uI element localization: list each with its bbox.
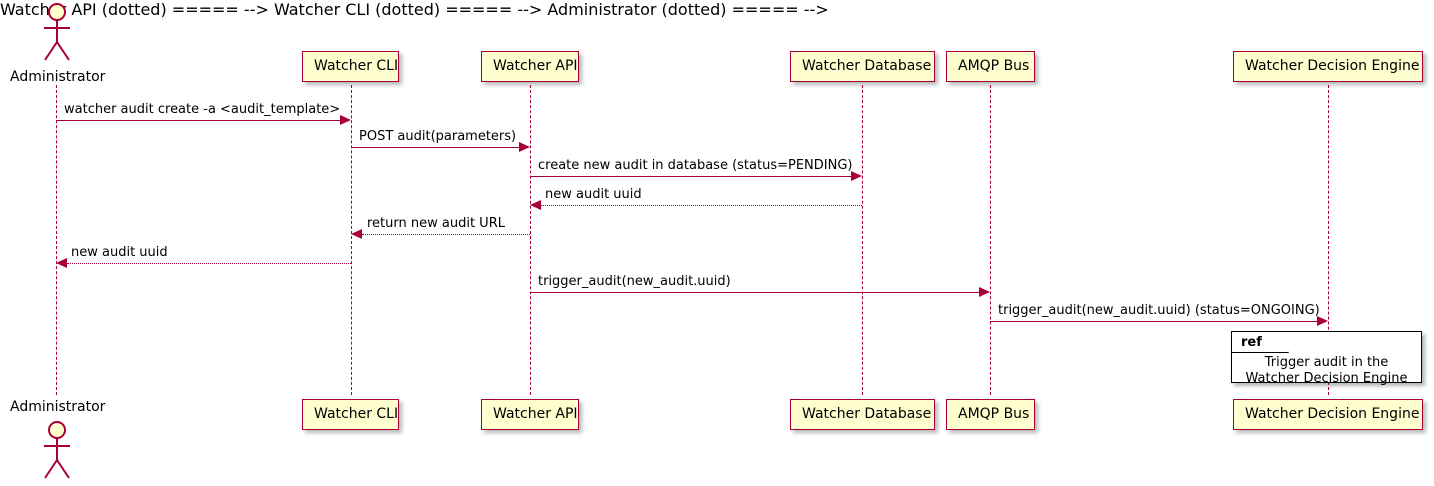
message-label-4: new audit uuid	[545, 187, 642, 202]
message-line-7	[530, 292, 980, 293]
message-arrowhead-8	[1317, 316, 1328, 326]
message-arrowhead-4	[530, 200, 541, 210]
message-label-7: trigger_audit(new_audit.uuid)	[538, 274, 731, 289]
message-line-4	[541, 205, 862, 206]
message-label-1: watcher audit create -a <audit_template>	[64, 102, 341, 117]
message-label-5: return new audit URL	[367, 216, 505, 231]
lifeline-watcher-decision-engine	[1328, 85, 1329, 395]
actor-label-administrator-top: Administrator	[10, 69, 106, 85]
message-line-3	[530, 176, 852, 177]
participant-watcher-cli-bottom[interactable]: Watcher CLI	[302, 399, 399, 430]
participant-label: Watcher API	[493, 58, 578, 74]
participant-label: AMQP Bus	[958, 406, 1030, 422]
participant-label: Watcher CLI	[314, 58, 399, 74]
ref-fragment-body: Trigger audit in the Watcher Decision En…	[1232, 355, 1421, 387]
actor-label-administrator-bottom: Administrator	[10, 399, 106, 415]
participant-watcher-decision-engine-bottom[interactable]: Watcher Decision Engine	[1233, 399, 1423, 430]
participant-label: Watcher Database	[802, 406, 932, 422]
participant-watcher-api-bottom[interactable]: Watcher API	[481, 399, 579, 430]
participant-label: Watcher API	[493, 406, 578, 422]
message-arrowhead-7	[979, 287, 990, 297]
message-label-3: create new audit in database (status=PEN…	[538, 158, 853, 173]
lifeline-amqp-bus	[990, 85, 991, 395]
message-arrowhead-5	[351, 229, 362, 239]
participant-label: Watcher Database	[802, 58, 932, 74]
actor-icon	[44, 3, 70, 61]
participant-amqp-bus-top[interactable]: AMQP Bus	[946, 51, 1035, 82]
participant-watcher-database-top[interactable]: Watcher Database	[790, 51, 935, 82]
message-line-8	[990, 321, 1318, 322]
ref-fragment[interactable]: ref Trigger audit in the Watcher Decisio…	[1231, 331, 1422, 386]
message-arrowhead-2	[519, 142, 530, 152]
participant-amqp-bus-bottom[interactable]: AMQP Bus	[946, 399, 1035, 430]
lifeline-watcher-database	[862, 85, 863, 395]
message-label-6: new audit uuid	[71, 245, 168, 260]
lifeline-watcher-cli	[351, 85, 352, 395]
message-line-6	[67, 263, 351, 264]
ref-fragment-line-2: Watcher Decision Engine	[1245, 371, 1408, 386]
message-line-2	[351, 147, 520, 148]
message-label-8: trigger_audit(new_audit.uuid) (status=ON…	[998, 303, 1320, 318]
participant-watcher-database-bottom[interactable]: Watcher Database	[790, 399, 935, 430]
message-arrowhead-1	[340, 115, 351, 125]
message-label-2: POST audit(parameters)	[359, 129, 517, 144]
actor-icon	[44, 421, 70, 479]
ref-fragment-line-1: Trigger audit in the	[1264, 355, 1389, 370]
participant-watcher-decision-engine-top[interactable]: Watcher Decision Engine	[1233, 51, 1423, 82]
actor-administrator-top[interactable]	[38, 2, 76, 62]
message-arrowhead-3	[851, 171, 862, 181]
participant-watcher-api-top[interactable]: Watcher API	[481, 51, 579, 82]
actor-administrator-bottom[interactable]	[38, 420, 76, 480]
participant-watcher-cli-top[interactable]: Watcher CLI	[302, 51, 399, 82]
participant-label: Watcher CLI	[314, 406, 399, 422]
participant-label: Watcher Decision Engine	[1245, 58, 1420, 74]
message-arrowhead-6	[56, 258, 67, 268]
lifeline-watcher-api	[530, 85, 531, 395]
participant-label: AMQP Bus	[958, 58, 1030, 74]
lifeline-administrator	[56, 85, 57, 395]
participant-label: Watcher Decision Engine	[1245, 406, 1420, 422]
ref-fragment-tag: ref	[1232, 332, 1289, 353]
message-line-5	[362, 234, 530, 235]
message-line-1	[56, 120, 341, 121]
